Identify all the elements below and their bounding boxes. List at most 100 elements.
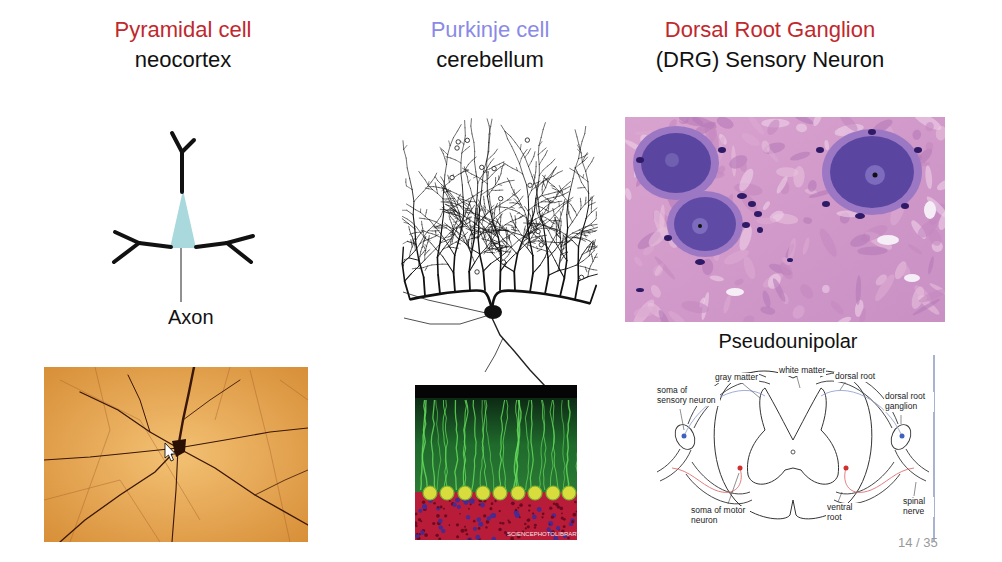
dendrite-branch — [566, 252, 568, 254]
dendrite-branch — [591, 256, 593, 258]
dendrite-branch — [425, 180, 428, 185]
dendrite-branch — [480, 208, 482, 211]
dendrite-branch — [546, 182, 548, 188]
dendrite-branch — [425, 254, 431, 260]
dendrite-branch — [546, 245, 551, 252]
dendrite-branch — [450, 209, 452, 211]
dendrite-branch — [584, 126, 586, 133]
pyramidal-schematic — [114, 243, 139, 262]
dendrite-branch — [531, 157, 533, 162]
dendrite-branch — [514, 225, 516, 227]
dendrite-branch — [529, 205, 535, 210]
dendrite-branch — [570, 218, 572, 222]
tissue-mottle — [756, 217, 776, 224]
dendrite-branch — [443, 224, 446, 226]
dendrite-branch — [445, 212, 448, 213]
dendrite-branch — [515, 227, 516, 231]
dendrite-branch — [586, 270, 588, 272]
granule-dot — [563, 525, 566, 528]
pyramidal-schematic — [181, 248, 182, 302]
dendrite-branch — [519, 207, 521, 209]
dendrite-branch — [530, 232, 534, 233]
green-dendrite — [436, 400, 441, 490]
granule-dot — [570, 518, 575, 523]
dendrite-branch — [461, 201, 465, 205]
granule-dot — [443, 508, 445, 510]
dendrite-branch — [592, 242, 594, 244]
dendrite-branch — [592, 157, 594, 162]
dendrite-branch — [472, 232, 474, 234]
dendrite-branch — [540, 219, 544, 225]
dendrite-branch — [440, 233, 445, 240]
dendrite-branch — [591, 219, 596, 224]
dendrite-branch — [486, 248, 489, 251]
dendrite-branch — [434, 227, 437, 228]
dendrite-branch — [474, 151, 475, 161]
dendrite-branch — [421, 221, 422, 224]
dendrite-branch — [536, 225, 538, 227]
dendrite-branch — [472, 195, 475, 202]
dendrite-branch — [528, 241, 531, 242]
dendrite-branch — [452, 232, 457, 238]
dendrite-branch — [493, 212, 494, 214]
dendrite-branch — [534, 247, 538, 249]
dendrite-branch — [453, 231, 456, 234]
dendrite-branch — [514, 229, 516, 231]
dendrite-branch — [590, 285, 596, 303]
dendrite-branch — [531, 188, 534, 191]
dendrite-branch — [475, 255, 480, 263]
granule-dot — [489, 507, 492, 510]
granule-dot — [574, 501, 577, 504]
dendrite-branch — [538, 211, 540, 214]
dendrite-branch — [425, 238, 431, 243]
dendrite-branch — [519, 204, 521, 207]
dendrite-branch — [495, 181, 496, 185]
dendrite-branch — [586, 166, 589, 171]
granule-dot — [498, 528, 501, 531]
dendrite-branch — [448, 175, 449, 178]
dendrite-branch — [455, 217, 457, 218]
dendrite-branch — [492, 253, 498, 260]
granule-dot — [418, 509, 422, 513]
dendrite-branch — [550, 220, 554, 221]
dendrite-branch — [591, 204, 592, 208]
dendrite-branch — [430, 220, 436, 222]
dendrite-branch — [443, 247, 448, 249]
dendrite-branch — [495, 177, 496, 180]
dendrite-branch — [486, 218, 489, 220]
dendrite-branch — [493, 242, 497, 243]
green-dendrite — [455, 400, 458, 490]
drg-histology-photo — [633, 126, 719, 200]
dendrite-branch — [489, 212, 492, 214]
dendrite-branch — [490, 209, 493, 223]
dendrite-branch — [507, 254, 509, 256]
dendrite-branch — [560, 260, 562, 263]
dendrite-branch — [528, 235, 529, 237]
dendrite-branch — [495, 249, 497, 251]
dendrite-branch — [591, 201, 592, 205]
dendrite-branch — [596, 212, 597, 215]
dendrite-branch — [457, 222, 461, 228]
granule-dot — [456, 523, 459, 526]
dendrite-branch — [476, 224, 479, 227]
dendrite-branch — [477, 176, 482, 179]
stained-neuron-photo — [44, 480, 160, 542]
dendrite-branch — [561, 252, 566, 260]
dendrite-branch — [521, 215, 523, 216]
dendrite-branch — [582, 238, 586, 239]
dendrite-branch — [470, 188, 472, 195]
dendrite-branch — [553, 173, 557, 176]
dendrite-branch — [475, 227, 480, 228]
granule-dot — [551, 515, 554, 518]
dendrite-branch — [579, 232, 583, 247]
dendrite-branch — [477, 236, 479, 237]
dendrite-branch — [529, 162, 532, 167]
dendrite-branch — [420, 212, 425, 216]
dendrite-branch — [575, 211, 577, 215]
dendrite-branch — [448, 146, 450, 155]
granule-dot — [491, 537, 496, 540]
drg-histology-photo — [873, 173, 878, 178]
drg-histology-photo — [625, 117, 945, 322]
dendrite-branch — [563, 252, 565, 254]
